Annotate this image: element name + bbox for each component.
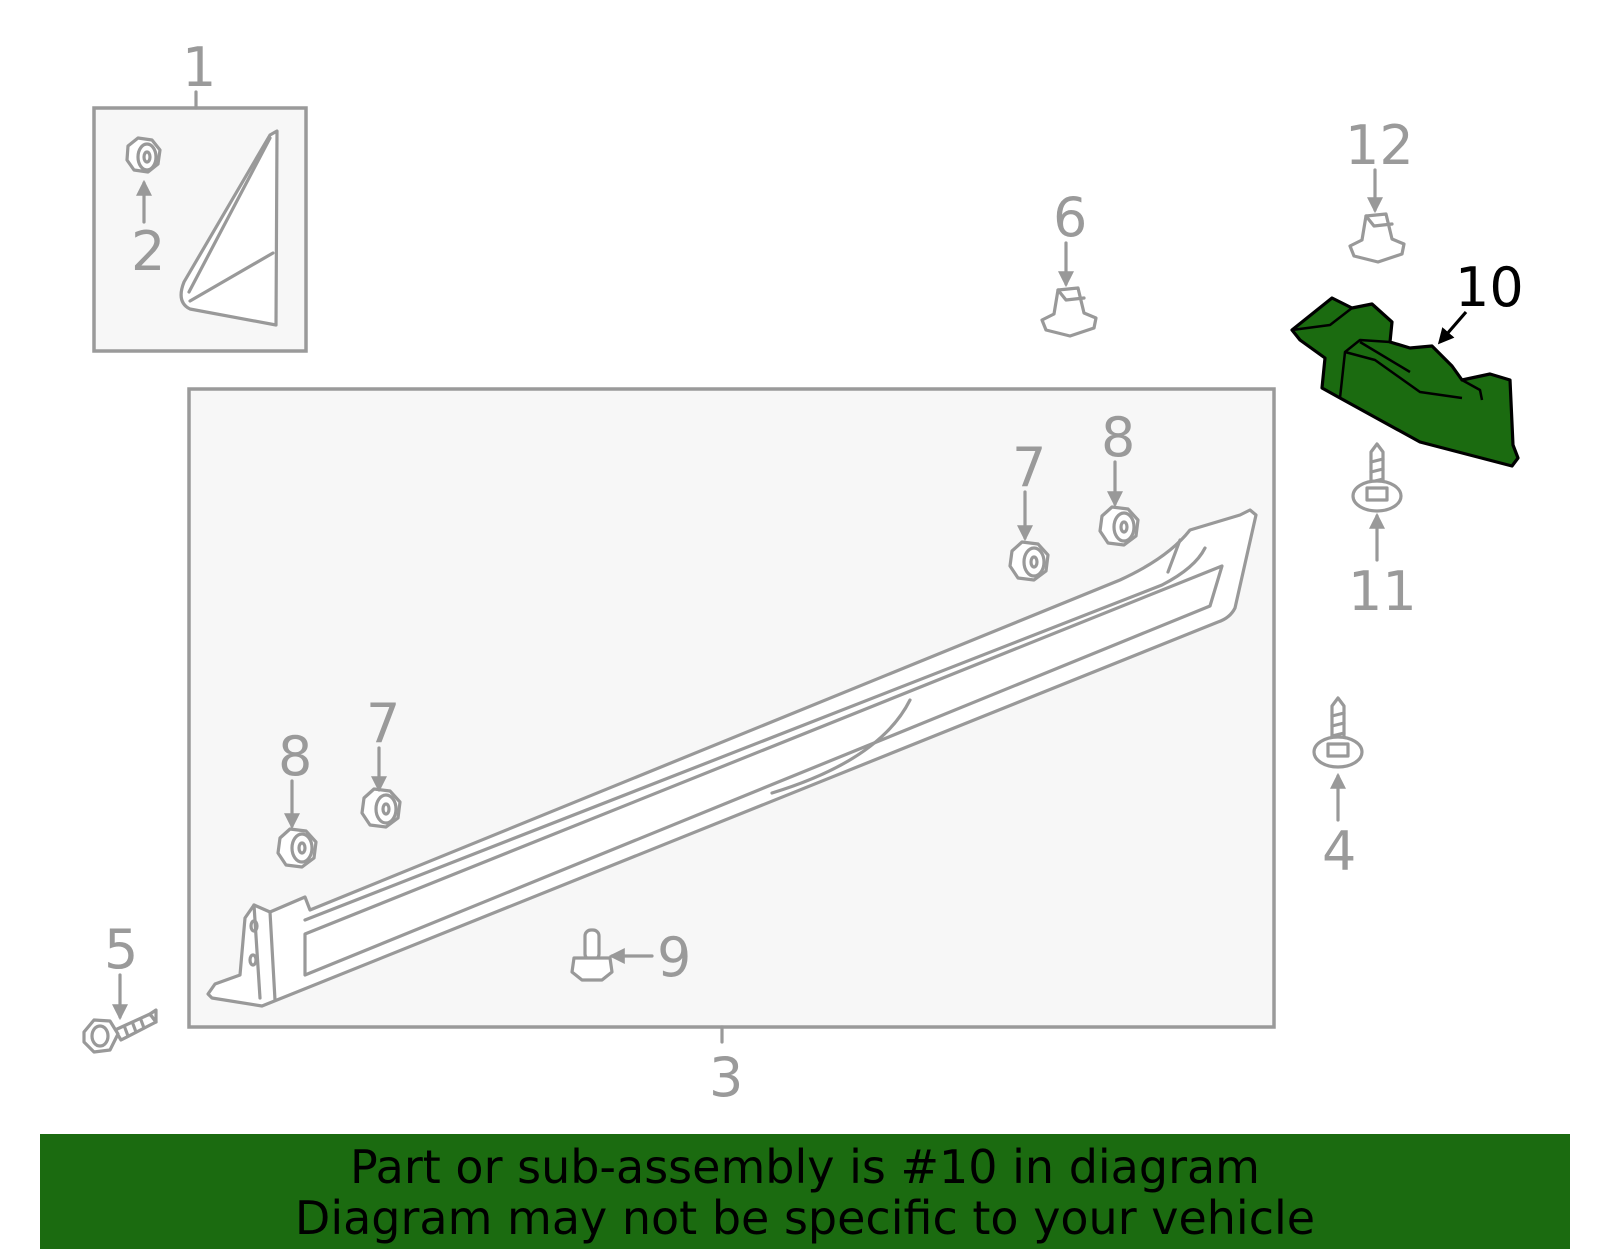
part-10-bracket-highlighted <box>1290 296 1520 468</box>
part-7-clip-left <box>360 746 402 829</box>
part-5-screw <box>82 973 158 1054</box>
callout-11: 11 <box>1348 560 1417 623</box>
callout-9: 9 <box>657 926 691 989</box>
banner-line-part: Part or sub-assembly is #10 in diagram <box>350 1140 1260 1194</box>
callout-1: 1 <box>182 36 216 99</box>
callout-7-left: 7 <box>366 692 400 755</box>
part-6-clip <box>1040 241 1098 338</box>
part-9-bolt <box>570 928 654 982</box>
part-11-screw <box>1351 442 1403 562</box>
part-8-clip-left <box>276 779 318 869</box>
callout-5: 5 <box>104 918 138 981</box>
rocker-molding-part <box>206 508 1258 1008</box>
part-4-screw <box>1312 696 1364 822</box>
callout-3: 3 <box>709 1046 743 1109</box>
part-8-clip-right <box>1098 460 1140 547</box>
callout-6: 6 <box>1053 186 1087 249</box>
trim-panel-part <box>179 129 279 327</box>
part-12-clip <box>1348 168 1406 264</box>
part-1-assembly-box <box>92 90 308 353</box>
banner-line-disclaimer: Diagram may not be specific to your vehi… <box>294 1191 1316 1245</box>
callout-8-right: 8 <box>1101 406 1135 469</box>
callout-8-left: 8 <box>278 725 312 788</box>
part-2-clip <box>125 136 162 224</box>
part-7-clip-right <box>1008 490 1050 582</box>
callout-10: 10 <box>1455 256 1524 319</box>
part-info-banner: Part or sub-assembly is #10 in diagram D… <box>40 1134 1570 1249</box>
callout-12: 12 <box>1345 114 1414 177</box>
callout-2: 2 <box>131 220 165 283</box>
callout-7-right: 7 <box>1012 436 1046 499</box>
callout-4: 4 <box>1322 820 1356 883</box>
